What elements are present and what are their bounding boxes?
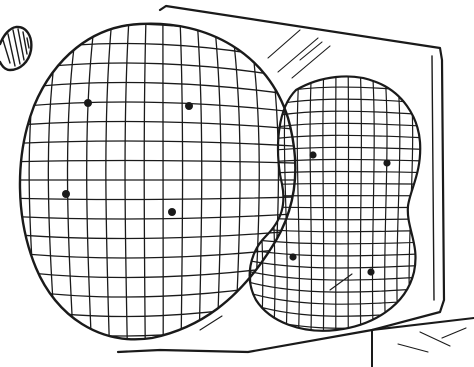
large-grid-dot bbox=[84, 99, 92, 107]
large-grid-dot bbox=[168, 208, 176, 216]
large-grid-dot bbox=[185, 102, 193, 110]
small-grid-vertical-line bbox=[348, 60, 349, 345]
large-grid-vertical-line bbox=[163, 0, 164, 367]
small-grid-dot bbox=[383, 159, 390, 166]
small-grid-dot bbox=[367, 268, 374, 275]
small-grid-dot bbox=[309, 151, 316, 158]
small-grid-dot bbox=[289, 253, 296, 260]
large-grid-dot bbox=[62, 190, 70, 198]
